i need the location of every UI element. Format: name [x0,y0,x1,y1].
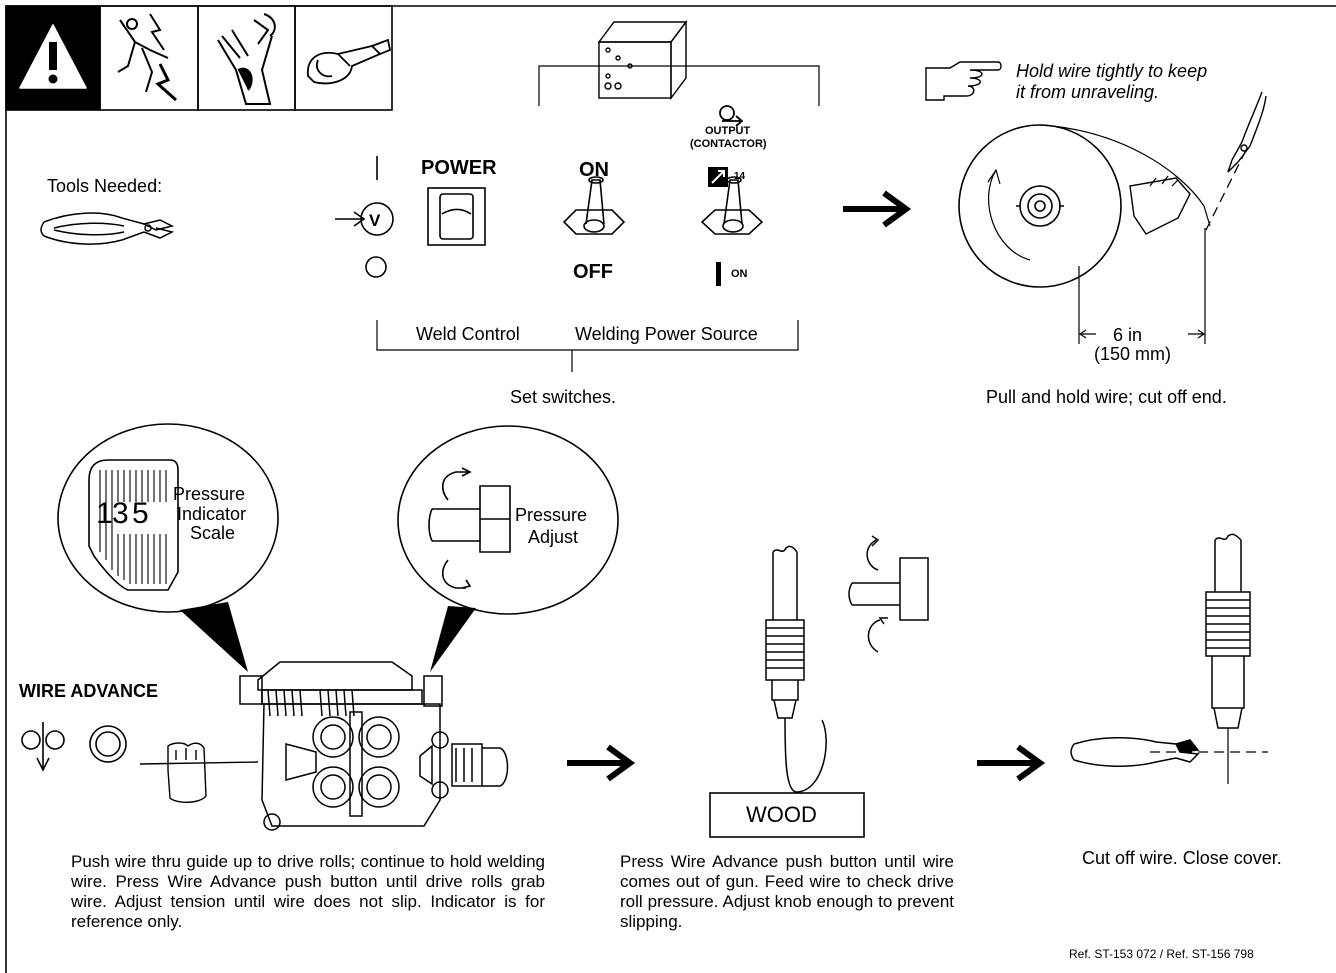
pressure-adjust-callout [397,425,619,672]
adjust-label-2: Adjust [528,527,579,547]
welding-gun-icon [765,545,827,793]
scale-digit-5: 5 [132,497,149,530]
scale-label-1: Pressure [173,484,246,504]
scale-label-2: Indicator [177,504,247,524]
set-switches-caption: Set switches. [510,387,617,407]
drive-knob-icon [848,535,929,653]
power-source-label: Welding Power Source [575,324,758,344]
reference-number: Ref. ST-153 072 / Ref. ST-156 798 [1069,947,1254,961]
tools-needed-label: Tools Needed: [47,176,163,196]
power-switch[interactable] [427,187,486,246]
weld-control-label: Weld Control [416,324,520,344]
contactor-label: (CONTACTOR) [690,138,767,150]
pointing-hand-icon [925,61,1002,101]
pressure-scale-callout [57,423,279,672]
arrow-right-icon [977,744,1046,782]
hand-burn-icon [217,13,276,105]
on-small-label: ON [731,268,748,280]
contactor-toggle[interactable] [700,176,764,235]
hand-holding-wire [139,742,259,803]
voltage-indicator-icon [335,156,394,278]
side-cutter-icon [1227,91,1267,173]
output-symbol-icon [719,105,744,127]
dimension-inches: 6 in [1113,325,1143,345]
gun-caption: Press Wire Advance push button until wir… [620,852,954,931]
cut-caption: Cut off wire. Close cover. [1082,848,1282,868]
wire-drive-assembly [239,661,509,831]
dimension-mm: (150 mm) [1094,344,1172,364]
pull-wire-caption: Pull and hold wire; cut off end. [986,387,1227,407]
on-label: ON [579,159,609,181]
wire-advance-button[interactable] [21,722,127,772]
wire-advance-label: WIRE ADVANCE [19,681,158,701]
gun-tip-icon [1150,533,1268,784]
on-marker [716,262,721,286]
spool-note-line-2: it from unraveling. [1016,82,1160,102]
output-label: OUTPUT [705,125,751,137]
wood-label: WOOD [746,802,817,827]
power-source-icon [597,19,688,101]
wire-cutter-icon [40,212,175,245]
scale-label-3: Scale [190,523,236,543]
off-label: OFF [573,261,613,283]
remote-code: 14 [734,171,746,182]
arrow-right-icon [843,190,912,228]
electric-shock-icon [117,13,177,102]
wire-spool-icon [958,124,1247,344]
voltage-symbol: V [369,211,381,230]
weld-control-toggle[interactable] [562,176,626,235]
warning-strip [5,5,393,111]
spool-note-line-1: Hold wire tightly to keep [1016,61,1208,81]
cutter-icon [1070,737,1200,767]
scale-digit-1: 1 [96,497,113,530]
arrow-right-icon [567,744,636,782]
power-source-bracket [538,65,820,106]
adjust-label-1: Pressure [515,505,588,525]
power-label: POWER [421,157,497,179]
drive-caption: Push wire thru guide up to drive rolls; … [71,852,545,931]
weld-control-bracket [376,320,799,351]
scale-digit-3: 3 [112,497,129,530]
wood-block [709,792,865,838]
safety-glasses-icon [307,38,392,85]
